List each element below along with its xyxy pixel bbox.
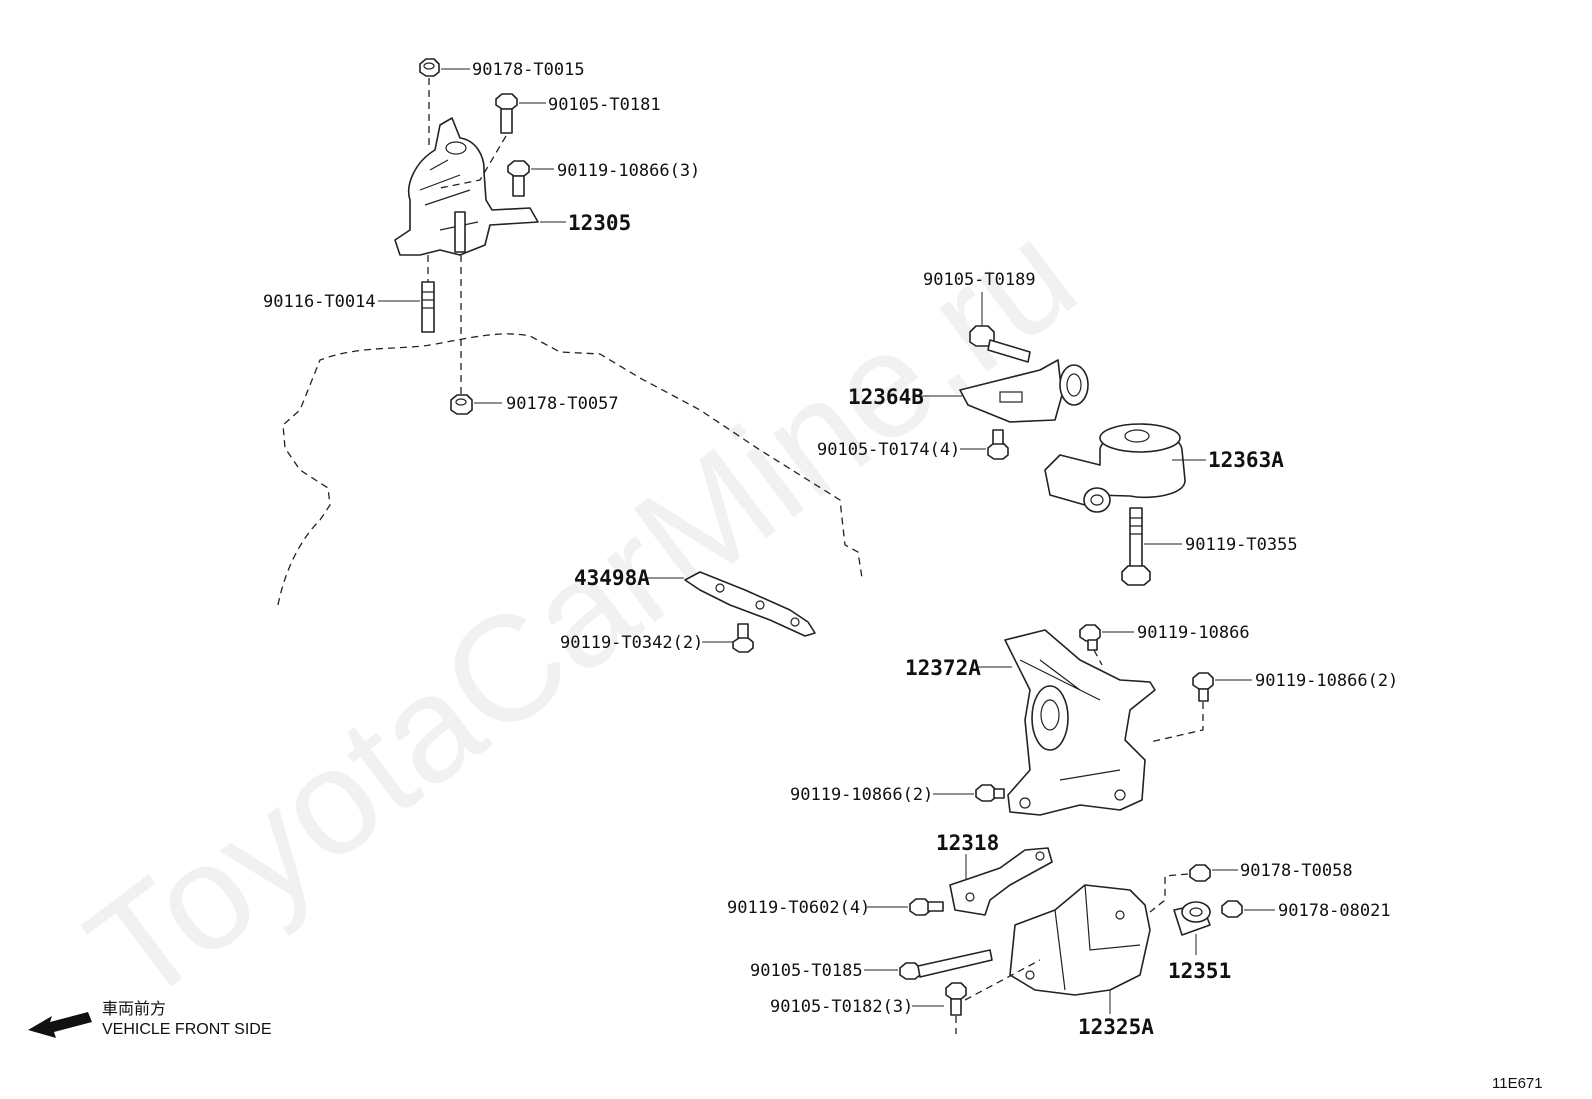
bolt-90105-T0189 <box>969 325 1031 363</box>
guide-line <box>1149 702 1204 743</box>
label-90119-10866-3: 90119-10866(3) <box>557 161 700 181</box>
guide-line <box>1149 873 1189 913</box>
front-arrow-icon <box>28 1012 92 1038</box>
bolt-90119-10866-3 <box>507 160 530 197</box>
label-90105-T0189: 90105-T0189 <box>923 270 1036 290</box>
label-90178-T0058: 90178-T0058 <box>1240 861 1353 881</box>
label-90178-T0057: 90178-T0057 <box>506 394 619 414</box>
leader-lines <box>378 68 1275 1014</box>
front-note-japanese: 車両前方 <box>102 1000 166 1018</box>
guide-line <box>964 959 1041 1001</box>
label-90178-08021: 90178-08021 <box>1278 901 1391 921</box>
label-90119-T0342-2: 90119-T0342(2) <box>560 633 703 653</box>
vehicle-front-note: 車両前方 VEHICLE FRONT SIDE <box>28 1000 272 1038</box>
label-90116-T0014: 90116-T0014 <box>263 292 376 312</box>
bolt-90119-10866-2-left <box>975 784 1005 802</box>
label-90119-10866: 90119-10866 <box>1137 623 1250 643</box>
bracket-43498A <box>684 571 816 637</box>
bolt-90105-T0182-3 <box>945 982 967 1016</box>
engine-mount-12305 <box>394 117 539 256</box>
bolt-90119-10866 <box>1079 624 1101 651</box>
label-90105-T0185: 90105-T0185 <box>750 961 863 981</box>
label-90119-T0602-4: 90119-T0602(4) <box>727 898 870 918</box>
guide-line <box>1093 649 1103 666</box>
bolt-90105-T0181 <box>495 93 518 134</box>
label-43498A: 43498A <box>574 566 650 590</box>
nut-90178-T0058 <box>1189 864 1211 882</box>
engine-outline <box>277 333 863 606</box>
label-12305: 12305 <box>568 211 631 235</box>
label-12363A: 12363A <box>1208 448 1284 472</box>
label-12325A: 12325A <box>1078 1015 1154 1039</box>
mount-12372A <box>1004 629 1156 816</box>
label-90119-T0355: 90119-T0355 <box>1185 535 1298 555</box>
label-90178-T0015: 90178-T0015 <box>472 60 585 80</box>
bracket-12364B <box>959 359 1089 423</box>
nut-90178-T0057 <box>450 394 473 415</box>
bolt-90119-T0342-2 <box>732 623 754 653</box>
label-90105-T0174-4: 90105-T0174(4) <box>817 440 960 460</box>
guide-line <box>439 135 507 189</box>
mount-12363A <box>1044 423 1186 513</box>
label-12372A: 12372A <box>905 656 981 680</box>
bracket-12325A <box>1009 884 1151 996</box>
bolt-90119-10866-2-right <box>1192 672 1214 702</box>
bolt-90105-T0174-4 <box>987 429 1009 460</box>
front-note-english: VEHICLE FRONT SIDE <box>102 1021 272 1038</box>
label-12351: 12351 <box>1168 959 1231 983</box>
stud-90116-T0014 <box>421 281 435 333</box>
label-90119-10866-2-right: 90119-10866(2) <box>1255 671 1398 691</box>
nut-90178-08021 <box>1221 900 1243 918</box>
watermark: ToyotaCarMine.ru <box>58 189 1105 1036</box>
label-12318: 12318 <box>936 831 999 855</box>
label-90119-10866-2-left: 90119-10866(2) <box>790 785 933 805</box>
label-90105-T0182-3: 90105-T0182(3) <box>770 997 913 1017</box>
label-12364B: 12364B <box>848 385 924 409</box>
bolt-90105-T0185 <box>899 949 993 980</box>
bolt-90119-T0602-4 <box>909 898 944 916</box>
insulator-12351 <box>1173 901 1211 936</box>
label-90105-T0181: 90105-T0181 <box>548 95 661 115</box>
bracket-12318 <box>949 847 1053 916</box>
nut-90178-T0015 <box>419 58 440 77</box>
bolt-90119-T0355 <box>1121 507 1151 586</box>
diagram-code: 11E671 <box>1492 1075 1543 1092</box>
